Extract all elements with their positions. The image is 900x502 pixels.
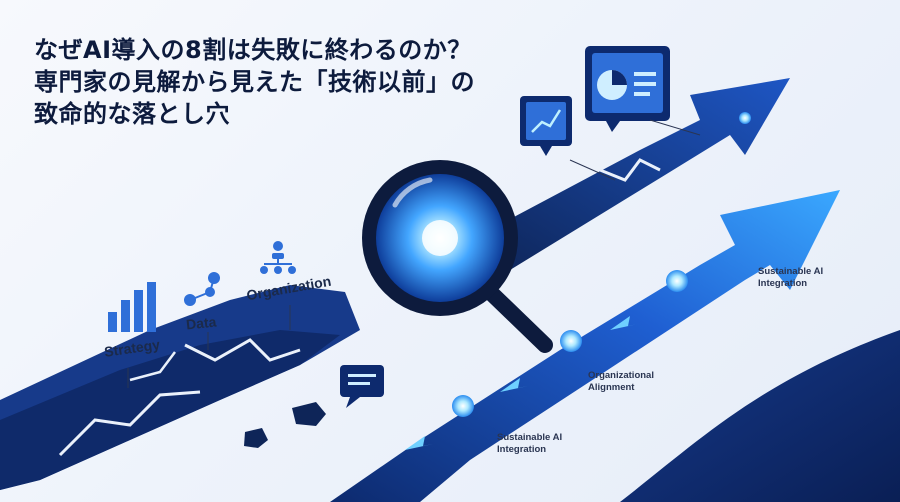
data-network-icon <box>184 272 220 306</box>
data-label: Data <box>185 313 218 333</box>
milestone-dot <box>560 330 582 352</box>
arrow-marker <box>405 436 433 450</box>
headline: なぜAI導入の8割は失敗に終わるのか？ 専門家の見解から見えた「技術以前」の 致… <box>34 34 475 130</box>
line-chart-board-icon <box>520 96 572 156</box>
headline-line-3: 致命的な落とし穴 <box>34 100 230 128</box>
headline-line-2: 専門家の見解から見えた「技術以前」の <box>34 68 475 96</box>
milestone-dot <box>452 395 474 417</box>
sustainable-ai-label-upper: Sustainable AI Integration <box>758 266 824 289</box>
sustainable-ai-label-lower: Sustainable AI Integration <box>497 432 563 455</box>
organizational-alignment-label: Organizational Alignment <box>588 370 654 393</box>
success-arrow <box>330 190 840 502</box>
headline-line-1: なぜAI導入の8割は失敗に終わるのか？ <box>34 36 472 64</box>
arrow-marker <box>610 316 638 330</box>
milestone-dot <box>666 270 688 292</box>
bar-chart-icon <box>108 282 156 332</box>
organization-chart-icon <box>260 241 296 274</box>
upper-arrow <box>480 78 790 270</box>
chat-bubble-icon <box>340 365 384 408</box>
magnifying-glass-icon <box>362 160 553 353</box>
label-leaders <box>127 119 701 388</box>
background-wave <box>620 330 900 502</box>
pie-chart-board-icon <box>585 46 670 132</box>
arrow-marker <box>500 378 528 392</box>
broken-path <box>0 285 360 490</box>
